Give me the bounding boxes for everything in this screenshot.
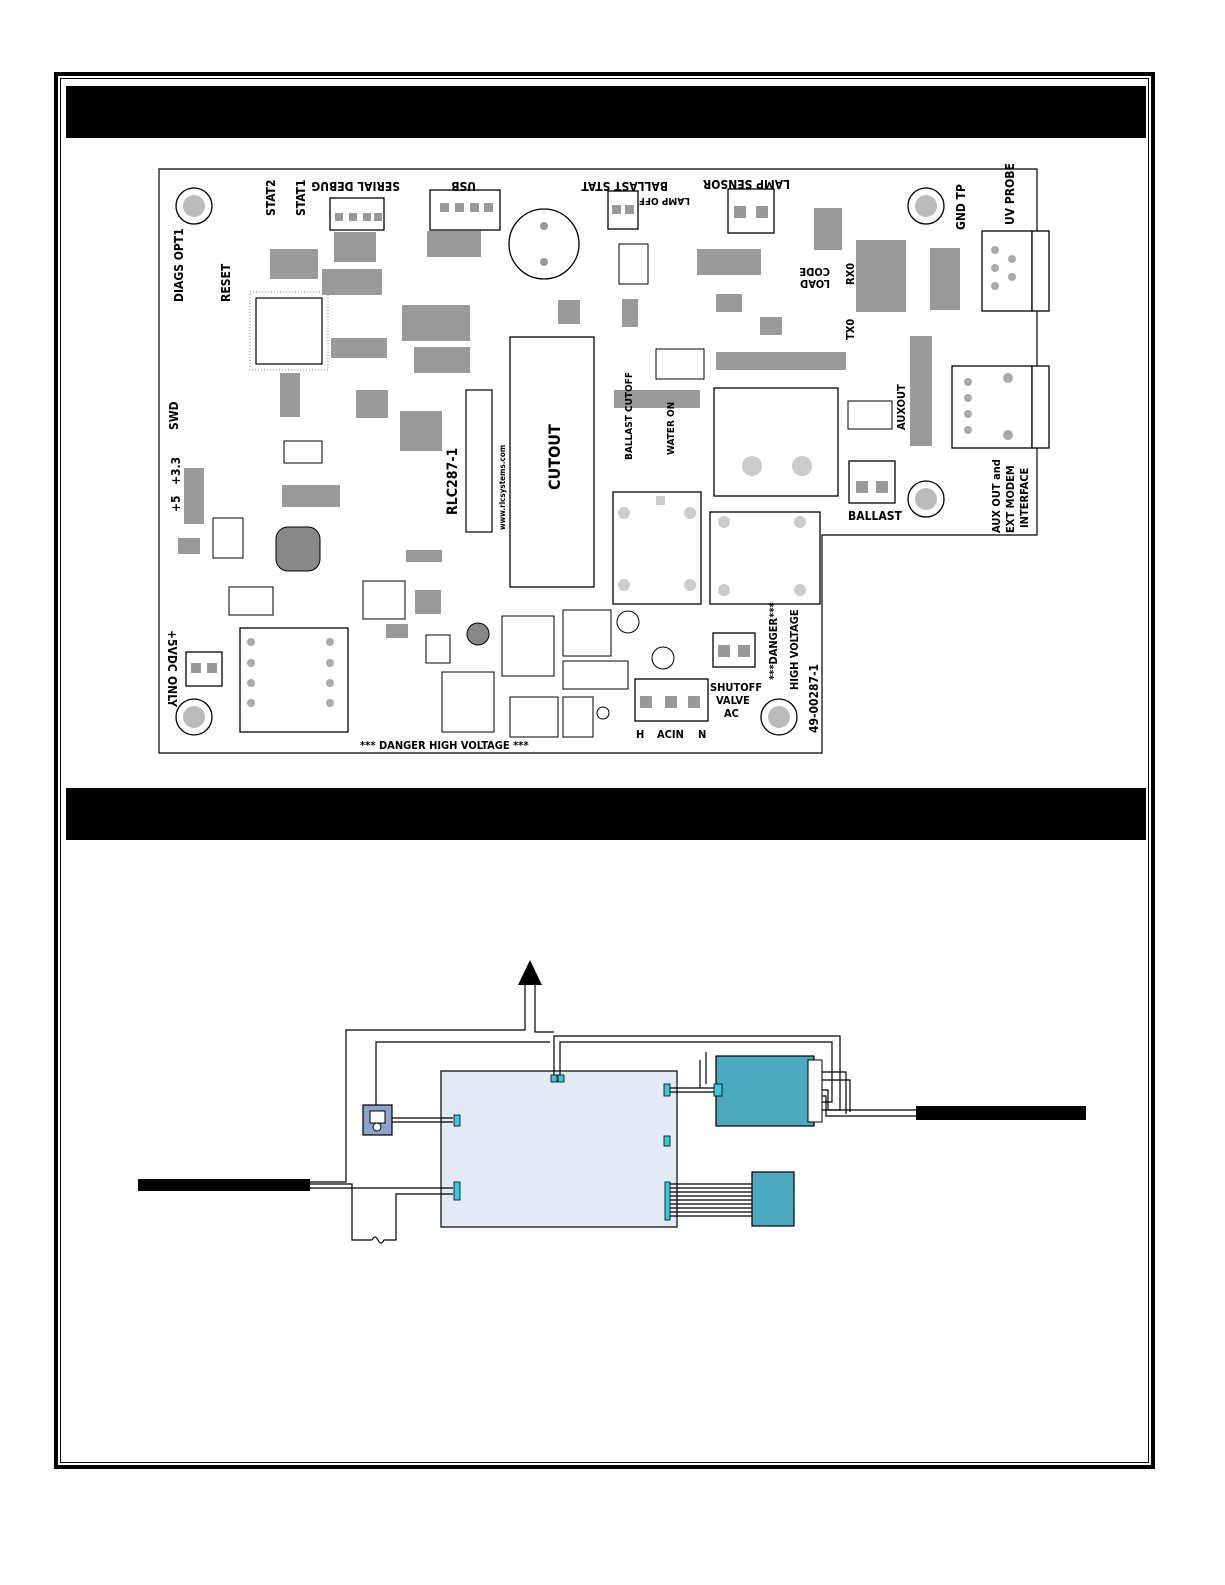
label-serial-debug: SERIAL DEBUG (311, 179, 400, 193)
label-load: LOAD (800, 277, 830, 290)
page-frame-inner (60, 78, 1149, 1463)
label-part-number: 49-00287-1 (807, 664, 821, 733)
label-ballast-cutoff: BALLAST CUTOFF (624, 372, 635, 460)
label-cutout: CUTOUT (545, 424, 564, 490)
page-frame (54, 72, 1155, 1469)
label-tx0: TX0 (844, 319, 857, 340)
relay-block (362, 1104, 393, 1136)
label-code: CODE (799, 265, 830, 278)
label-vdc-2: ONLY (165, 676, 179, 707)
label-usb: USB (451, 179, 476, 193)
pcb-outline (158, 168, 1038, 754)
label-h: H (636, 728, 644, 741)
label-ballast-stat: BALLAST STAT (581, 179, 668, 193)
label-plus33: +3.3 (169, 457, 183, 485)
label-danger-1: ***DANGER*** (767, 602, 780, 680)
probe-cable-right (916, 1106, 1086, 1120)
label-reset: RESET (219, 263, 233, 302)
label-lamp-off: LAMP OFF (639, 195, 690, 206)
header-band-top (66, 86, 1146, 138)
header-band-middle (66, 788, 1146, 840)
label-aux-line3: INTERFACE (1018, 467, 1031, 528)
label-gnd-tp: GND TP (954, 184, 968, 230)
label-aux-line2: EXT MODEM (1004, 465, 1017, 533)
label-ballast: BALLAST (848, 509, 902, 523)
up-arrow (518, 960, 542, 985)
label-rx0: RX0 (844, 263, 857, 285)
controller-board (440, 1070, 678, 1228)
label-shutoff-2: VALVE (716, 694, 750, 707)
label-aux-line1: AUX OUT and (990, 459, 1003, 533)
label-shutoff-3: AC (724, 707, 739, 720)
label-acin: ACIN (657, 728, 684, 741)
label-n: N (698, 728, 706, 741)
mcu-chip (249, 291, 329, 371)
label-website: www.rlcsystems.com (498, 445, 507, 530)
label-vdc-1: +5VDC (165, 630, 179, 672)
module-right-bottom (751, 1171, 795, 1227)
label-shutoff-1: SHUTOFF (710, 681, 762, 694)
label-stat1: STAT1 (294, 179, 308, 216)
label-uv-probe: UV PROBE (1003, 163, 1017, 225)
label-board-name: RLC287-1 (445, 448, 461, 515)
mounting-holes (175, 187, 945, 736)
label-swd: SWD (167, 401, 181, 430)
label-lamp-sensor: LAMP SENSOR (702, 177, 790, 191)
label-plus5: +5 (169, 495, 183, 512)
label-auxout: AUXOUT (895, 384, 908, 430)
label-danger-bottom: *** DANGER HIGH VOLTAGE *** (360, 739, 529, 752)
label-water-on: WATER ON (666, 402, 677, 455)
label-stat2: STAT2 (264, 179, 278, 216)
label-diags-opt1: DIAGS OPT1 (172, 228, 186, 302)
power-cable-left (138, 1179, 310, 1191)
label-danger-2: HIGH VOLTAGE (788, 609, 801, 690)
cutout-box (509, 336, 595, 588)
module-right-top (715, 1055, 815, 1127)
